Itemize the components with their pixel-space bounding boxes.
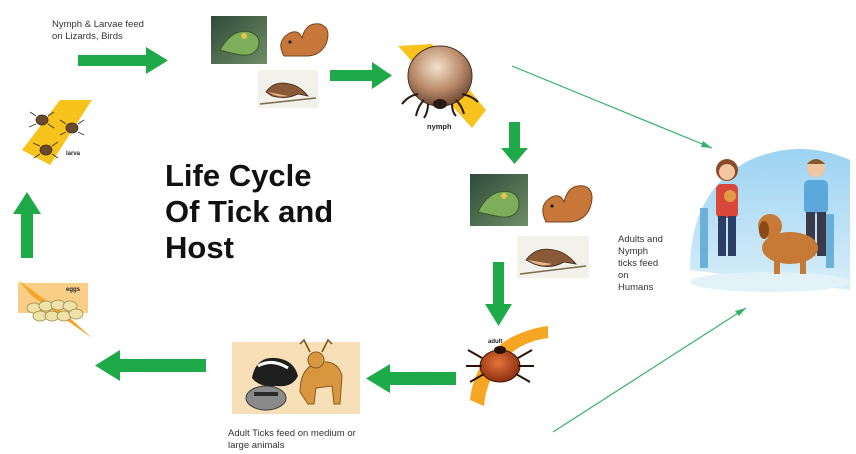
arrow-right-top bbox=[78, 47, 168, 74]
lizard-photo-middle bbox=[470, 174, 528, 226]
nymph-tag: nymph bbox=[427, 122, 452, 131]
adult-stage bbox=[466, 326, 548, 406]
thin-arrow-to-humans-top bbox=[512, 66, 712, 148]
larva-tag: larva bbox=[66, 151, 80, 157]
arrow-left-to-eggs bbox=[95, 350, 206, 381]
arrow-down-to-adult bbox=[485, 262, 512, 326]
squirrel-photo-middle bbox=[543, 186, 592, 222]
eggs-tag: eggs bbox=[66, 287, 80, 293]
bird-photo-middle bbox=[517, 236, 589, 278]
arrow-right-to-nymph bbox=[330, 62, 392, 89]
raccoon-icon bbox=[246, 386, 286, 410]
lizard-photo-top bbox=[211, 16, 267, 64]
squirrel-photo-top bbox=[281, 24, 328, 56]
arrow-left-to-animals bbox=[366, 364, 456, 393]
thin-arrow-to-humans-bottom bbox=[553, 308, 746, 432]
thin-arrowhead-bottom bbox=[735, 308, 746, 316]
nymph-stage bbox=[398, 44, 486, 128]
nymph-tick-icon bbox=[408, 46, 472, 106]
eggs-stage bbox=[18, 280, 92, 338]
humans-illustration bbox=[690, 149, 850, 292]
arrow-up-to-larva bbox=[13, 192, 41, 258]
bird-photo-top bbox=[258, 70, 318, 108]
arrow-down-from-nymph bbox=[501, 122, 528, 164]
animals-panel bbox=[232, 340, 360, 414]
adult-tag: adult bbox=[488, 339, 502, 345]
squirrel-icon-middle bbox=[543, 186, 592, 222]
squirrel-icon bbox=[281, 24, 328, 56]
larva-stage bbox=[22, 100, 92, 165]
adult-tick-icon bbox=[480, 350, 520, 382]
thin-arrowhead-top bbox=[701, 141, 712, 148]
